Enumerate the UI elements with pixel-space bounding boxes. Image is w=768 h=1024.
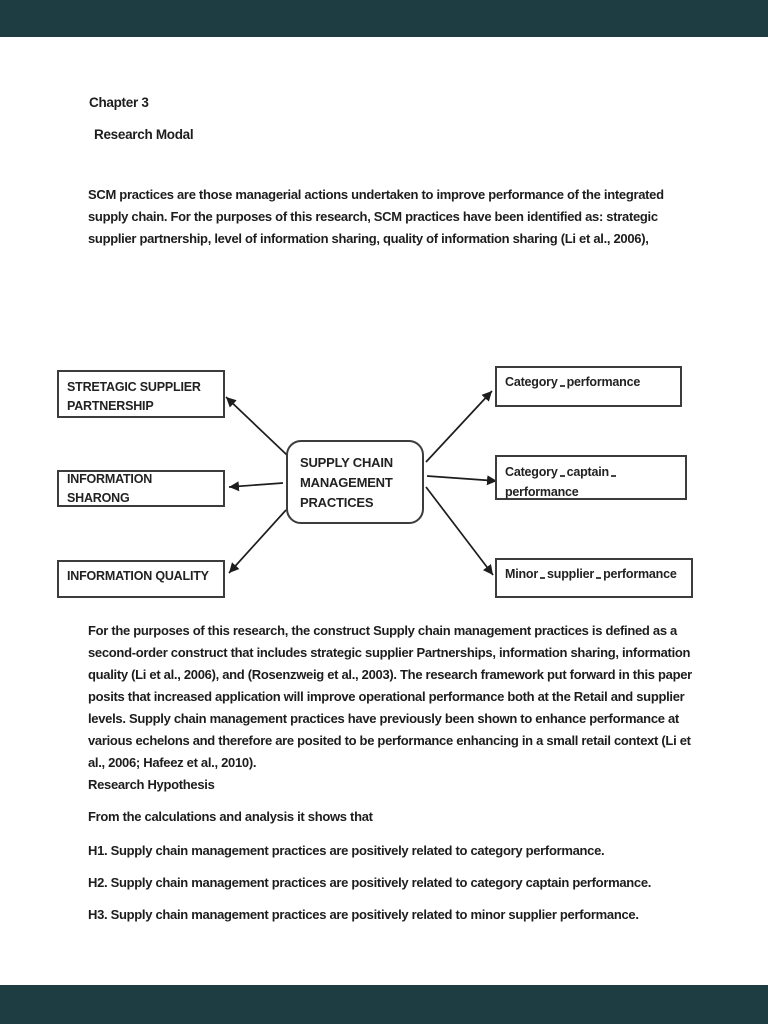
hypothesis-intro: From the calculations and analysis it sh… bbox=[88, 809, 373, 824]
hypothesis-h1: H1. Supply chain management practices ar… bbox=[88, 843, 605, 858]
diagram-box-supply-chain-management-practices: SUPPLY CHAIN MANAGEMENT PRACTICES bbox=[286, 440, 424, 524]
arrow-to-information-quality bbox=[228, 509, 287, 574]
diagram-box-strategic-supplier-partnership: STRETAGIC SUPPLIER PARTNERSHIP bbox=[57, 370, 225, 418]
diagram-box-information-quality: INFORMATION QUALITY bbox=[57, 560, 225, 598]
diagram-box-information-sharing: INFORMATION SHARONG bbox=[57, 470, 225, 507]
hypothesis-h2: H2. Supply chain management practices ar… bbox=[88, 875, 652, 890]
arrow-to-information-sharing bbox=[228, 481, 284, 492]
arrow-to-strategic-supplier-partnership bbox=[225, 396, 289, 457]
diagram-arrows bbox=[225, 390, 498, 576]
arrow-to-minor-supplier-performance bbox=[425, 486, 494, 576]
viewer-bottom-bar bbox=[0, 985, 768, 1024]
intro-paragraph: SCM practices are those managerial actio… bbox=[88, 187, 664, 246]
viewer-top-bar bbox=[0, 0, 768, 37]
definition-paragraph: For the purposes of this research, the c… bbox=[88, 623, 692, 770]
arrow-to-category-captain-performance bbox=[426, 475, 498, 486]
arrow-to-category-performance bbox=[425, 390, 493, 463]
research-model-diagram: STRETAGIC SUPPLIER PARTNERSHIP INFORMATI… bbox=[0, 360, 768, 610]
hypothesis-h3: H3. Supply chain management practices ar… bbox=[88, 907, 639, 922]
chapter-heading: Chapter 3 bbox=[89, 95, 149, 110]
subtitle-heading: Research Modal bbox=[94, 127, 194, 142]
hypothesis-heading: Research Hypothesis bbox=[88, 777, 215, 792]
